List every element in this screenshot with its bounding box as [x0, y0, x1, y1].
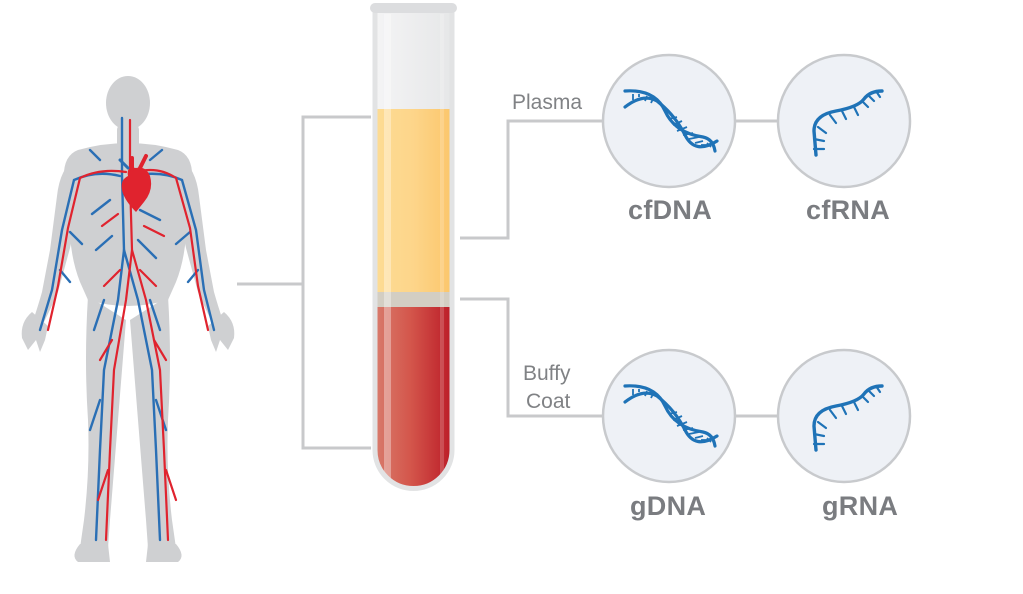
plasma-line	[460, 119, 602, 240]
cfdna-circle	[601, 53, 737, 189]
buffy-coat-label-line2: Coat	[526, 390, 571, 413]
plasma-label: Plasma	[512, 91, 583, 114]
tube-bracket	[301, 115, 371, 450]
blood-test-tube-icon	[370, 3, 457, 491]
molecule-circles	[601, 53, 912, 484]
buffy-coat-label-line1: Buffy	[523, 362, 571, 385]
gdna-circle	[601, 348, 737, 484]
tube-rim	[370, 3, 457, 13]
plasma-layer	[375, 109, 452, 292]
veins	[38, 116, 216, 542]
cfrna-circle	[776, 53, 912, 189]
grna-rna-icon	[812, 384, 884, 452]
tube-empty-section	[375, 10, 452, 110]
cfdna-label: cfDNA	[628, 195, 713, 225]
connector-lines	[237, 115, 778, 450]
cfrna-rna-icon	[812, 89, 884, 157]
buffy-coat-line	[460, 297, 602, 418]
gdna-label: gDNA	[630, 491, 707, 521]
cfdna-dna-icon	[623, 89, 719, 153]
cfrna-label: cfRNA	[806, 195, 891, 225]
heart-icon	[118, 154, 152, 212]
buffy-coat-layer	[375, 292, 452, 307]
gdna-dna-icon	[623, 384, 719, 448]
human-body-icon	[21, 76, 235, 562]
red-blood-cell-layer	[375, 307, 452, 489]
body-silhouette	[21, 76, 235, 562]
grna-label: gRNA	[822, 491, 899, 521]
grna-circle	[776, 348, 912, 484]
